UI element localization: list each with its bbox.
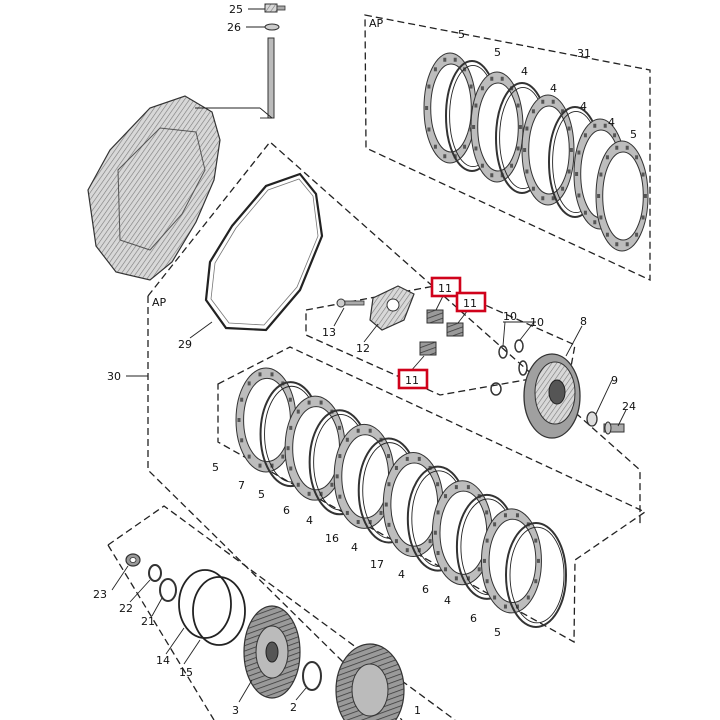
callout-4-f: 4 <box>351 541 358 554</box>
upper-plate-5 <box>521 94 575 206</box>
callout-4-b: 4 <box>550 82 557 95</box>
callout-5-a: 5 <box>458 28 465 41</box>
highlight-box-11-c[interactable]: 11 <box>397 368 429 390</box>
callout-4-h: 4 <box>444 594 451 607</box>
callout-4-e: 4 <box>306 514 313 527</box>
callout-17: 17 <box>370 558 384 571</box>
callout-25: 25 <box>229 3 243 16</box>
callout-3: 3 <box>232 704 239 717</box>
callout-8: 8 <box>580 315 587 328</box>
lower-plate-12 <box>505 522 567 628</box>
push-rod-assembly <box>246 3 286 119</box>
callout-9: 9 <box>611 374 618 387</box>
callout-1: 1 <box>414 704 421 717</box>
lower-plate-7 <box>382 452 444 558</box>
highlighted-callouts: 11 11 11 <box>397 276 487 390</box>
highlight-box-11-a[interactable]: 11 <box>430 276 462 298</box>
callout-30: 30 <box>107 370 121 383</box>
upper-plate-stack <box>423 52 649 252</box>
callout-13: 13 <box>322 326 336 339</box>
callout-11-c: 11 <box>405 374 419 387</box>
callout-26: 26 <box>227 21 241 34</box>
callout-4-a: 4 <box>521 65 528 78</box>
callout-5-f: 5 <box>494 626 501 639</box>
assembly-label-lower: AP <box>152 296 167 309</box>
callout-6-a: 6 <box>283 504 290 517</box>
callout-5-c: 5 <box>630 128 637 141</box>
callout-23: 23 <box>93 588 107 601</box>
callout-10-b: 10 <box>530 316 544 329</box>
highlight-box-11-b[interactable]: 11 <box>455 291 487 313</box>
callout-7: 7 <box>238 479 245 492</box>
callout-15: 15 <box>179 666 193 679</box>
callout-22: 22 <box>119 602 133 615</box>
callout-5-d: 5 <box>212 461 219 474</box>
assembly-label-upper: AP <box>369 17 384 30</box>
callout-labels: 25 26 29 30 13 12 31 5 5 4 4 4 4 5 10 10… <box>93 3 637 717</box>
lower-plate-stack <box>235 367 567 628</box>
callout-6-b: 6 <box>422 583 429 596</box>
callout-29: 29 <box>178 338 192 351</box>
callout-12: 12 <box>356 342 370 355</box>
clutch-boss-group <box>490 321 627 439</box>
plate-set-assembly-box: AP <box>364 14 651 282</box>
callout-24: 24 <box>622 400 636 413</box>
callout-5-e: 5 <box>258 488 265 501</box>
callout-5-b: 5 <box>494 46 501 59</box>
callout-10-a: 10 <box>503 310 517 323</box>
lower-plate-5 <box>333 423 395 529</box>
bottom-parts <box>111 553 405 720</box>
lower-plate-11 <box>480 508 542 614</box>
clutch-cover <box>87 95 273 281</box>
cover-gasket <box>189 172 324 339</box>
callout-16: 16 <box>325 532 339 545</box>
callout-4-c: 4 <box>580 100 587 113</box>
callout-14: 14 <box>156 654 170 667</box>
cover-gasket-assembly-box: AP <box>126 141 641 720</box>
callout-11-b: 11 <box>463 297 477 310</box>
lower-plate-stack-box <box>217 346 647 644</box>
callout-4-d: 4 <box>608 116 615 129</box>
callout-6-c: 6 <box>470 612 477 625</box>
callout-21: 21 <box>141 615 155 628</box>
callout-31: 31 <box>577 47 591 60</box>
callout-2: 2 <box>290 701 297 714</box>
callout-11-a: 11 <box>438 282 452 295</box>
upper-plate-8 <box>595 140 649 252</box>
callout-4-g: 4 <box>398 568 405 581</box>
